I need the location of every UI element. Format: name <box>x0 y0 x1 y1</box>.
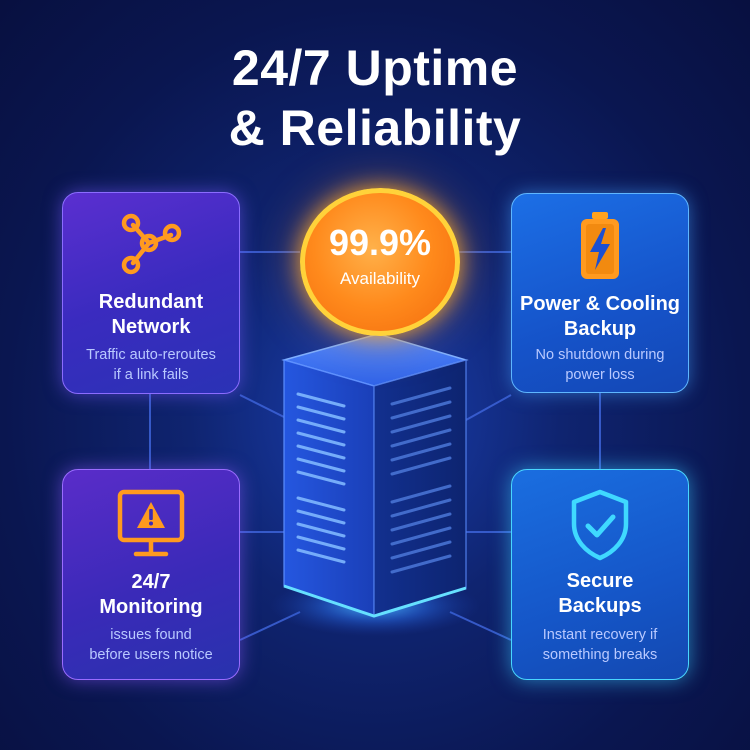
card-desc-line-1: No shutdown during <box>535 347 665 363</box>
card-redundant-network: Redundant Network Traffic auto-reroutes … <box>62 192 240 394</box>
card-desc-line-1: Traffic auto-reroutes <box>86 347 216 363</box>
availability-badge: 99.9% Availability <box>300 188 460 336</box>
card-desc-line-1: Instant recovery if <box>542 627 658 643</box>
card-title: Power & Cooling Backup <box>512 292 688 342</box>
network-nodes-icon <box>63 211 239 277</box>
card-title-line-1: Redundant <box>98 291 204 313</box>
card-description: Instant recovery if something breaks <box>518 625 682 665</box>
card-title-line-2: Backups <box>558 595 642 617</box>
card-title: Redundant Network <box>63 290 239 340</box>
availability-label: Availability <box>339 269 420 288</box>
shield-check-icon <box>512 488 688 562</box>
card-title-line-1: 24/7 <box>131 571 171 593</box>
card-desc-line-2: before users notice <box>89 647 213 663</box>
card-power-cooling-backup: Power & Cooling Backup No shutdown durin… <box>511 193 689 393</box>
card-title-line-1: Secure <box>566 570 634 592</box>
availability-value: 99.9% <box>328 222 432 263</box>
card-desc-line-2: power loss <box>565 367 635 383</box>
battery-bolt-icon <box>512 210 688 282</box>
card-description: No shutdown during power loss <box>518 345 682 385</box>
card-desc-line-2: if a link fails <box>113 367 189 383</box>
card-description: issues found before users notice <box>69 625 233 665</box>
card-monitoring: 24/7 Monitoring issues found before user… <box>62 469 240 680</box>
card-title: 24/7 Monitoring <box>63 570 239 620</box>
server-illustration <box>270 333 480 636</box>
page-title: 24/7 Uptime & Reliability <box>0 38 750 158</box>
card-title-line-2: Network <box>111 316 191 338</box>
title-line-2: & Reliability <box>228 100 522 156</box>
card-desc-line-2: something breaks <box>542 647 658 663</box>
card-desc-line-1: issues found <box>110 627 192 643</box>
title-line-1: 24/7 Uptime <box>231 40 519 96</box>
card-title: Secure Backups <box>512 569 688 619</box>
card-title-line-2: Monitoring <box>99 596 203 618</box>
card-title-line-2: Backup <box>563 318 637 340</box>
card-description: Traffic auto-reroutes if a link fails <box>69 345 233 385</box>
card-secure-backups: Secure Backups Instant recovery if somet… <box>511 469 689 680</box>
monitor-warning-icon <box>63 488 239 562</box>
card-title-line-1: Power & Cooling <box>520 293 680 315</box>
